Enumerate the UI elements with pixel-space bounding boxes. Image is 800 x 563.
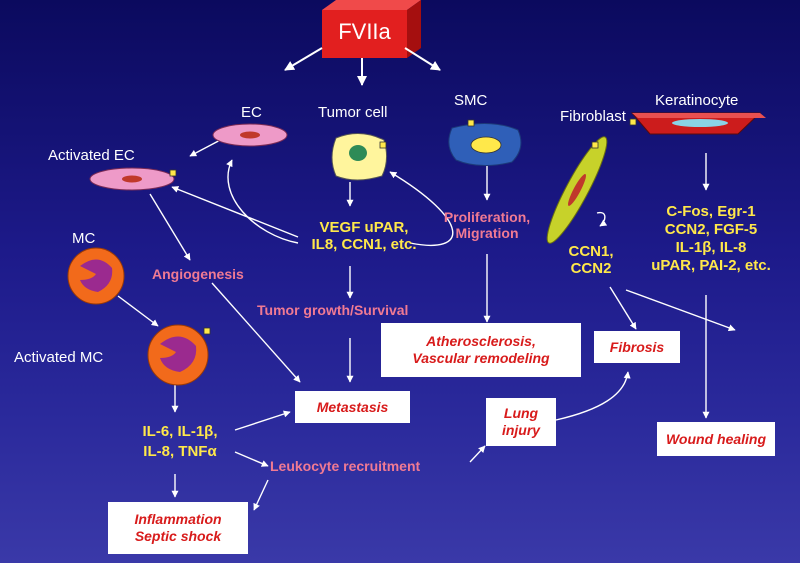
atherosclerosis-line1: Atherosclerosis, bbox=[426, 333, 536, 350]
fibroblast-mediators: CCN1, CCN2 bbox=[553, 243, 629, 278]
mc-cytokines-line1: IL-6, IL-1β, bbox=[142, 423, 218, 440]
arrow-fibroblast-to-ccn bbox=[596, 211, 608, 227]
keratinocyte-mediators-line4: uPAR, PAI-2, etc. bbox=[651, 257, 771, 274]
wound-healing-box: Wound healing bbox=[657, 422, 775, 456]
keratinocyte-cell-shape bbox=[629, 112, 766, 135]
proliferation-line1: Proliferation, bbox=[443, 209, 531, 225]
arrow-fviia-to-ec bbox=[284, 47, 323, 71]
keratinocyte-mediators-line3: IL-1β, IL-8 bbox=[675, 239, 747, 256]
keratinocyte-label: Keratinocyte bbox=[655, 92, 739, 109]
inflammation-box: Inflammation Septic shock bbox=[108, 502, 248, 554]
arrow-mc-to-activated-mc bbox=[117, 295, 159, 327]
inflammation-line1: Inflammation bbox=[134, 511, 222, 528]
arrow-fviia-to-smc bbox=[404, 47, 441, 71]
fibroblast-label: Fibroblast bbox=[560, 108, 626, 125]
tumor-mediators: VEGF uPAR, IL8, CCN1, etc. bbox=[294, 219, 434, 254]
arrow-cytokines-to-metastasis bbox=[234, 410, 291, 431]
arrow-ccn-to-fibrosis bbox=[609, 286, 637, 330]
angiogenesis-label: Angiogenesis bbox=[152, 266, 244, 282]
metastasis-box: Metastasis bbox=[295, 391, 410, 423]
tumor-growth-label: Tumor growth/Survival bbox=[257, 302, 409, 318]
tumor-mediators-line1: VEGF uPAR, bbox=[319, 219, 409, 236]
fibrosis-box: Fibrosis bbox=[594, 331, 680, 363]
fviia-label: FVIIa bbox=[338, 19, 391, 44]
arrow-leukocyte-to-inflammation bbox=[253, 479, 269, 511]
proliferation-label: Proliferation, Migration bbox=[428, 209, 546, 241]
fibrosis-text: Fibrosis bbox=[609, 338, 665, 355]
arrow-leukocyte-to-lung bbox=[469, 445, 486, 463]
arrow-ccn-to-wound bbox=[625, 289, 736, 332]
metastasis-text: Metastasis bbox=[316, 398, 389, 415]
arrow-activated-ec-to-angio bbox=[149, 193, 191, 261]
activated-mc-label: Activated MC bbox=[14, 349, 104, 366]
arrow-cytokines-to-leukocyte bbox=[234, 451, 269, 467]
ec-label: EC bbox=[241, 104, 262, 121]
fibroblast-mediators-line1: CCN1, bbox=[568, 243, 614, 260]
inflammation-line2: Septic shock bbox=[134, 528, 222, 544]
atherosclerosis-box: Atherosclerosis, Vascular remodeling bbox=[381, 323, 581, 377]
atherosclerosis-line2: Vascular remodeling bbox=[412, 350, 550, 366]
smc-label: SMC bbox=[454, 92, 488, 109]
keratinocyte-mediators: C-Fos, Egr-1 CCN2, FGF-5 IL-1β, IL-8 uPA… bbox=[636, 203, 786, 275]
keratinocyte-mediators-line2: CCN2, FGF-5 bbox=[664, 221, 758, 238]
arrow-mediators-to-activated-ec bbox=[171, 186, 299, 238]
wound-healing-text: Wound healing bbox=[665, 430, 767, 447]
keratinocyte-mediators-line1: C-Fos, Egr-1 bbox=[666, 203, 756, 220]
activated-ec-label: Activated EC bbox=[48, 147, 135, 164]
tumor-mediators-line2: IL8, CCN1, etc. bbox=[311, 236, 417, 254]
leukocyte-recruitment-label: Leukocyte recruitment bbox=[270, 458, 421, 474]
fibroblast-cell-shape bbox=[546, 136, 608, 244]
mc-label: MC bbox=[72, 230, 96, 247]
mc-cell-shape bbox=[67, 247, 125, 305]
smc-cell-shape bbox=[448, 119, 522, 166]
fviia-box bbox=[322, 0, 421, 58]
lung-injury-box: Lung injury bbox=[486, 398, 556, 446]
arrow-loop-to-tumor bbox=[389, 171, 454, 247]
mc-cytokines-line2: IL-8, TNFα bbox=[143, 442, 217, 460]
lung-injury-line2: injury bbox=[501, 422, 541, 438]
ec-cell-shape bbox=[212, 123, 288, 147]
arrow-angio-to-metastasis bbox=[211, 282, 301, 383]
tumor-cell-label: Tumor cell bbox=[318, 104, 388, 121]
tumor-cell-shape bbox=[331, 133, 388, 181]
proliferation-line2: Migration bbox=[455, 225, 519, 242]
activated-mc-cell-shape bbox=[147, 324, 211, 386]
arrow-loop-to-ec bbox=[226, 159, 299, 244]
mc-cytokines: IL-6, IL-1β, IL-8, TNFα bbox=[120, 422, 240, 461]
arrow-lung-to-fibrosis bbox=[555, 371, 631, 421]
lung-injury-line1: Lung bbox=[503, 405, 539, 422]
fibroblast-mediators-line2: CCN2 bbox=[570, 260, 612, 278]
activated-ec-cell-shape bbox=[89, 167, 177, 191]
